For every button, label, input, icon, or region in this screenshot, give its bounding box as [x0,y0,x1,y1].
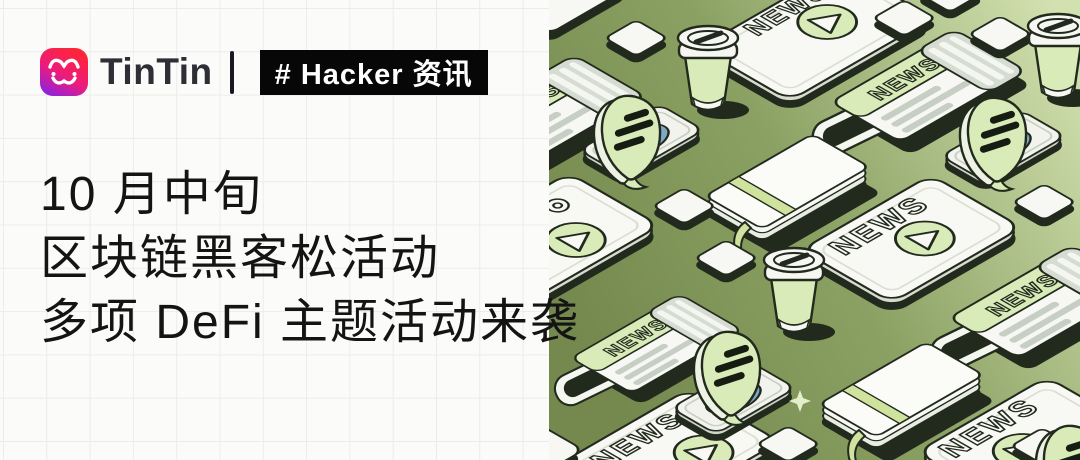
headline-line-2: 区块链黑客松活动 [40,232,441,285]
headline-line-3: 多项 DeFi 主题活动来袭 [40,296,581,349]
sparkle-icon [789,390,811,412]
topic-badge-label: # Hacker 资讯 [274,59,473,91]
brand-row: TinTin # Hacker 资讯 [40,48,488,96]
headline: 10 月中旬 区块链黑客松活动 多项 DeFi 主题活动来袭 [40,163,580,355]
dog-face-icon [48,58,80,85]
illustration-tablet [549,173,660,312]
brand-name: TinTin [100,51,213,92]
topic-badge: # Hacker 资讯 [259,49,488,95]
news-illustration: NEWS NEWS NEWS [549,0,1080,460]
headline-line-1: 10 月中旬 [40,168,263,221]
illustration-newspaper: NEWS [925,245,1080,377]
at-spiral-icon [549,198,570,213]
left-panel: TinTin # Hacker 资讯 10 月中旬 区块链黑客松活动 多项 De… [0,0,578,460]
brand-divider [229,50,234,94]
tintin-logo-icon [40,48,88,96]
illustration-newspaper: NEWS [549,55,652,187]
